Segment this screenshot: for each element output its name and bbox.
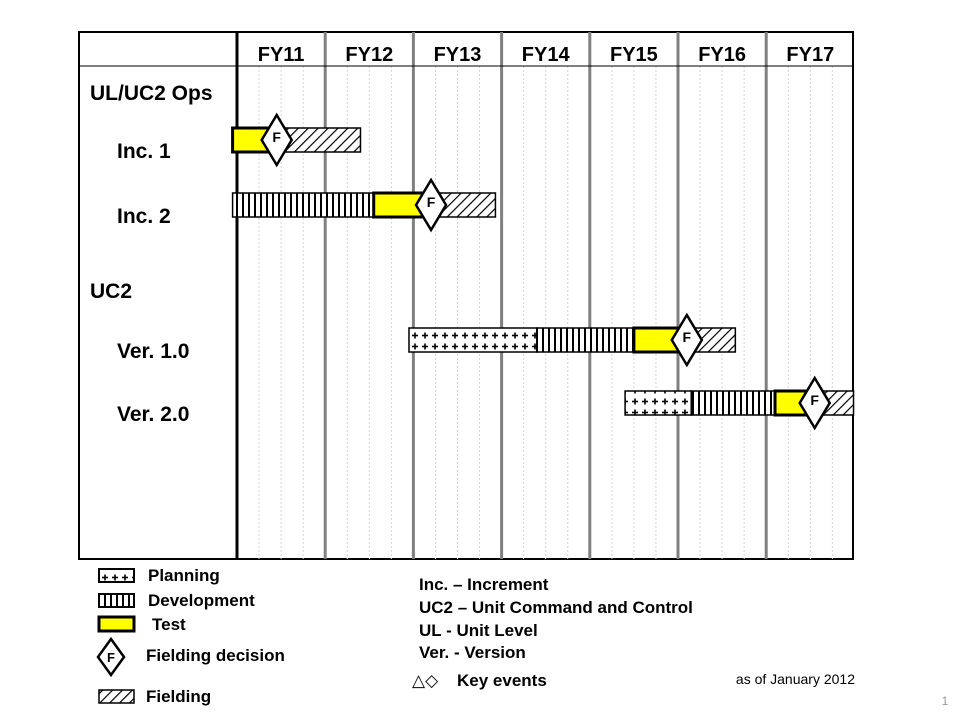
fielding-decision-diamond-icon bbox=[670, 312, 704, 368]
fiscal-year-label-fy16: FY16 bbox=[698, 44, 746, 66]
legend-label-fielding: Fielding bbox=[146, 687, 211, 706]
row-label: Inc. 2 bbox=[117, 205, 171, 228]
group-label: UL/UC2 Ops bbox=[90, 82, 213, 105]
schedule-bars: F F F F bbox=[231, 112, 855, 431]
abbrev-increment: Inc. – Increment bbox=[419, 575, 549, 594]
fiscal-year-headers: FY11 FY12 FY13 FY14 FY15 FY16 FY17 bbox=[258, 44, 834, 66]
legend-label-decision: Fielding decision bbox=[146, 646, 285, 665]
fielding-decision-diamond-icon bbox=[414, 177, 448, 233]
group-label: UC2 bbox=[90, 280, 132, 303]
as-of-date: as of January 2012 bbox=[736, 671, 855, 687]
legend-label-planning: Planning bbox=[148, 566, 220, 585]
legend: F Planning Development Test Fielding dec… bbox=[96, 566, 693, 706]
legend-decision-letter: F bbox=[107, 650, 115, 665]
fiscal-year-label-fy14: FY14 bbox=[522, 44, 571, 66]
fielding-decision-diamond-icon bbox=[798, 375, 832, 431]
legend-swatch-test bbox=[97, 615, 136, 633]
bar-planning bbox=[624, 390, 692, 416]
major-gridlines bbox=[323, 32, 768, 559]
legend-label-development: Development bbox=[148, 591, 255, 610]
fiscal-year-label-fy11: FY11 bbox=[258, 44, 305, 66]
row-label: Ver. 1.0 bbox=[117, 340, 189, 363]
fielding-decision-letter: F bbox=[427, 194, 436, 210]
legend-swatch-development bbox=[98, 593, 135, 608]
legend-swatch-fielding bbox=[98, 689, 135, 704]
legend-swatch-planning bbox=[98, 568, 135, 583]
chart-frame bbox=[78, 31, 854, 560]
abbrev-version: Ver. - Version bbox=[419, 643, 526, 662]
bar-planning bbox=[408, 327, 538, 353]
row-label: Ver. 2.0 bbox=[117, 403, 189, 426]
legend-label-test: Test bbox=[152, 615, 186, 634]
fiscal-year-label-fy17: FY17 bbox=[786, 44, 834, 66]
page-number: 1 bbox=[942, 694, 949, 708]
bar-development bbox=[690, 390, 776, 416]
key-events-label: Key events bbox=[457, 671, 547, 690]
abbrev-uc2: UC2 – Unit Command and Control bbox=[419, 598, 693, 617]
fielding-decision-letter: F bbox=[683, 329, 692, 345]
fiscal-year-label-fy12: FY12 bbox=[345, 44, 393, 66]
fielding-decision-letter: F bbox=[272, 129, 281, 145]
fielding-decision-diamond-icon bbox=[260, 112, 294, 168]
fiscal-year-label-fy13: FY13 bbox=[434, 44, 482, 66]
bar-development bbox=[231, 192, 375, 218]
abbrev-ul: UL - Unit Level bbox=[419, 621, 538, 640]
row-label: Inc. 1 bbox=[117, 140, 171, 163]
fiscal-year-label-fy15: FY15 bbox=[610, 44, 658, 66]
legend-decision-diamond-icon bbox=[96, 636, 126, 678]
key-events-symbols: △◇ bbox=[412, 671, 439, 690]
fielding-decision-letter: F bbox=[810, 392, 819, 408]
bar-development bbox=[536, 327, 635, 353]
